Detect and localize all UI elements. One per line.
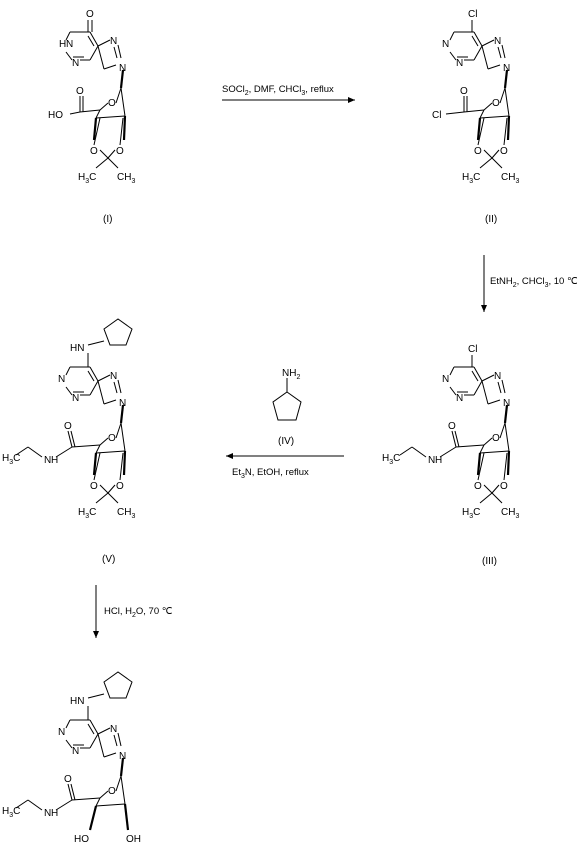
atom-O: O <box>474 146 482 157</box>
atom-O: O <box>86 9 94 20</box>
atom-CH3: CH3 <box>117 172 135 185</box>
atom-N: N <box>494 371 501 382</box>
compound-label: (I) <box>103 214 112 225</box>
atom-N: N <box>110 724 117 735</box>
atom-O: O <box>500 146 508 157</box>
atom-HO: HO <box>48 110 63 121</box>
atom-H: H <box>59 39 66 50</box>
atom-NH2: NH2 <box>282 368 300 381</box>
atom-N: N <box>44 808 51 819</box>
atom-H: H <box>435 455 442 466</box>
atom-OH: OH <box>126 834 141 845</box>
atom-O: O <box>460 86 468 97</box>
atom-N: N <box>66 39 73 50</box>
atom-Cl: Cl <box>468 344 477 355</box>
atom-O: O <box>448 421 456 432</box>
atom-H: H <box>51 808 58 819</box>
atom-N: N <box>110 371 117 382</box>
atom-N: N <box>456 58 463 69</box>
atom-N: N <box>119 63 126 74</box>
atom-O: O <box>116 481 124 492</box>
atom-N: N <box>503 63 510 74</box>
atom-CH3: CH3 <box>501 172 519 185</box>
atom-HN: HN <box>70 343 84 354</box>
atom-O: O <box>76 86 84 97</box>
atom-N: N <box>442 39 449 50</box>
atom-H3C: H3C <box>78 172 96 185</box>
atom-N: N <box>72 746 79 757</box>
atom-O: O <box>108 786 116 797</box>
atom-O: O <box>108 433 116 444</box>
atom-O: O <box>64 421 72 432</box>
atom-Cl: Cl <box>468 9 477 20</box>
atom-HN: HN <box>70 696 84 707</box>
compound-IV: NH2 (IV) <box>272 368 302 447</box>
atom-N: N <box>503 398 510 409</box>
atom-O: O <box>64 774 72 785</box>
atom-HO: HO <box>74 834 89 845</box>
atom-N: N <box>110 36 117 47</box>
atom-N: N <box>58 374 65 385</box>
reaction-step-3: Et3N, EtOH, reflux <box>226 453 344 480</box>
compound-I: O H N N N N O O HO O O H3C CH3 (I) <box>48 9 135 225</box>
reaction-step-4: HCl, H2O, 70 ℃ <box>93 585 173 638</box>
atom-N: N <box>72 393 79 404</box>
atom-O: O <box>116 146 124 157</box>
atom-CH3: CH3 <box>501 507 519 520</box>
reaction-conditions: HCl, H2O, 70 ℃ <box>104 606 173 619</box>
compound-label: (III) <box>482 556 497 567</box>
atom-O: O <box>474 481 482 492</box>
compound-II: Cl N N N N O O Cl O O H3C CH3 (II) <box>432 9 519 225</box>
compound-label: (IV) <box>278 436 294 447</box>
atom-N: N <box>494 36 501 47</box>
atom-N: N <box>119 751 126 762</box>
atom-N: N <box>72 58 79 69</box>
compound-III: Cl N N N N O O N H H3C O O H3C CH3 (III) <box>382 344 519 567</box>
atom-N: N <box>119 398 126 409</box>
atom-N: N <box>442 374 449 385</box>
atom-H3C: H3C <box>78 507 96 520</box>
atom-H3C: H3C <box>2 453 20 466</box>
atom-O: O <box>500 481 508 492</box>
reaction-conditions: EtNH2, CHCl3, 10 ℃ <box>490 276 578 289</box>
atom-N: N <box>428 455 435 466</box>
compound-label: (V) <box>102 554 115 565</box>
atom-H: H <box>51 455 58 466</box>
atom-N: N <box>58 727 65 738</box>
atom-O: O <box>108 98 116 109</box>
atom-O: O <box>90 481 98 492</box>
reaction-conditions: SOCl2, DMF, CHCl3, reflux <box>222 84 334 97</box>
atom-N: N <box>456 393 463 404</box>
atom-H3C: H3C <box>462 172 480 185</box>
atom-H3C: H3C <box>462 507 480 520</box>
atom-H3C: H3C <box>2 806 20 819</box>
reaction-step-2: EtNH2, CHCl3, 10 ℃ <box>481 255 578 312</box>
atom-CH3: CH3 <box>117 507 135 520</box>
atom-O: O <box>90 146 98 157</box>
atom-Cl: Cl <box>432 110 441 121</box>
compound-V: HN N N N N O O N H H3C O O H3C CH3 (V) <box>2 318 135 565</box>
atom-O: O <box>492 98 500 109</box>
atom-O: O <box>492 433 500 444</box>
reaction-conditions: Et3N, EtOH, reflux <box>232 467 309 480</box>
atom-N: N <box>44 455 51 466</box>
compound-label: (II) <box>485 214 497 225</box>
atom-H3C: H3C <box>382 453 400 466</box>
reaction-step-1: SOCl2, DMF, CHCl3, reflux <box>222 84 355 103</box>
compound-VI: HN N N N N O O N H H3C HO OH <box>2 671 141 845</box>
